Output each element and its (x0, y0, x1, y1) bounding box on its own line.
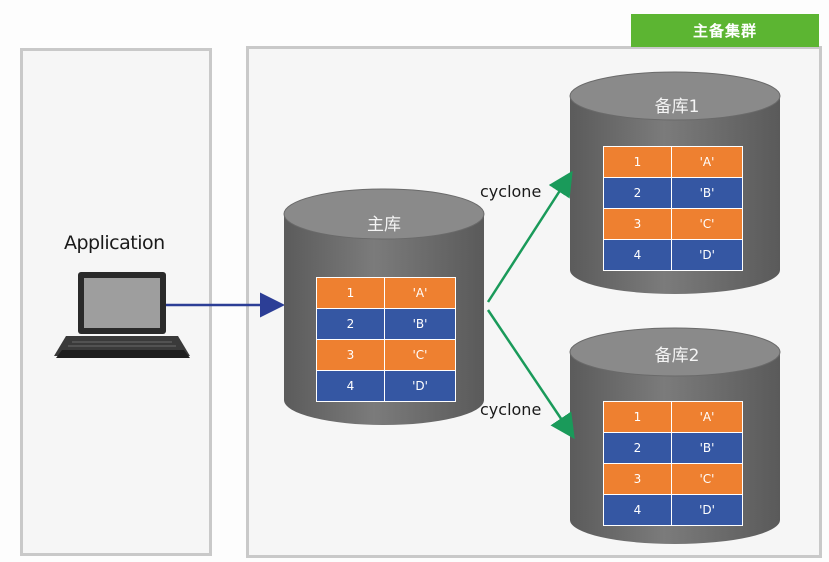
table-row: 2'B' (603, 432, 743, 464)
table-row: 3'C' (603, 463, 743, 495)
replication-arrow-standby2 (486, 309, 575, 440)
standby1-db-title: 备库1 (654, 97, 700, 117)
replication-arrow-standby1 (486, 170, 573, 303)
standby2-db-title: 备库2 (654, 346, 700, 366)
laptop-icon (54, 272, 190, 358)
cluster-label: 主备集群 (631, 14, 819, 47)
table-row: 1'A' (603, 401, 743, 433)
table-row: 3'C' (316, 339, 456, 371)
table-row: 4'D' (603, 494, 743, 526)
table-row: 4'D' (316, 370, 456, 402)
application-label: Application (64, 232, 165, 254)
primary-db-table: 1'A' 2'B' 3'C' 4'D' (316, 277, 456, 402)
replication-label-top: cyclone (480, 182, 542, 201)
table-row: 2'B' (316, 308, 456, 340)
replication-label-bottom: cyclone (480, 400, 542, 419)
table-row: 3'C' (603, 208, 743, 240)
standby1-db-table: 1'A' 2'B' 3'C' 4'D' (603, 146, 743, 271)
table-row: 2'B' (603, 177, 743, 209)
primary-db-title: 主库 (367, 215, 401, 235)
table-row: 4'D' (603, 239, 743, 271)
table-row: 1'A' (603, 146, 743, 178)
table-row: 1'A' (316, 277, 456, 309)
standby2-db-table: 1'A' 2'B' 3'C' 4'D' (603, 401, 743, 526)
